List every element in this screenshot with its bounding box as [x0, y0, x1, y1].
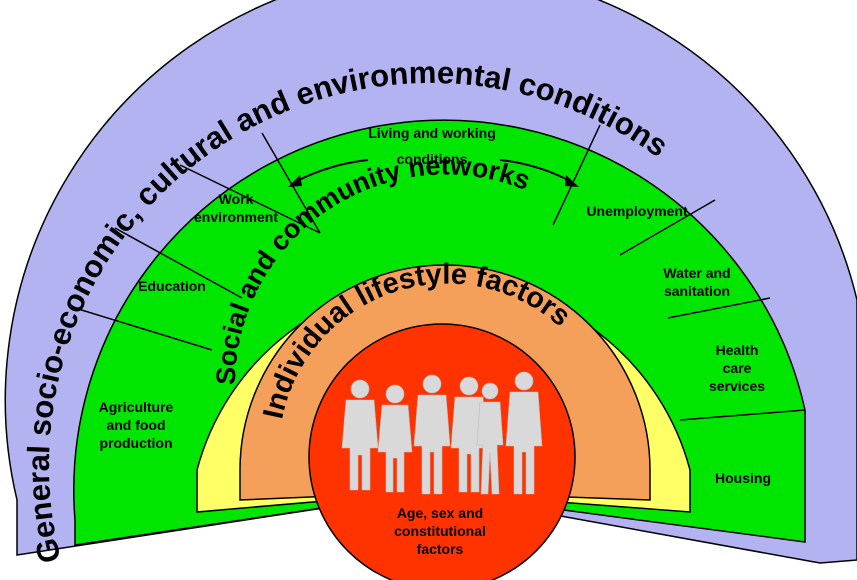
segment-unemployment: Unemployment — [586, 203, 687, 219]
living-conditions-title-line2: conditions — [397, 151, 468, 167]
segment-education: Education — [138, 278, 206, 294]
svg-text:Health: Health — [716, 342, 759, 358]
segment-work-environment: Work environment — [194, 191, 278, 225]
people-silhouettes-icon — [341, 371, 543, 495]
svg-text:Agriculture: Agriculture — [99, 399, 174, 415]
svg-text:Education: Education — [138, 278, 206, 294]
svg-text:Water and: Water and — [663, 265, 730, 281]
arrowhead-icons — [288, 175, 579, 187]
svg-text:Housing: Housing — [715, 470, 771, 486]
segment-agriculture: Agriculture and food production — [99, 399, 174, 451]
segment-housing: Housing — [715, 470, 771, 486]
svg-text:factors: factors — [417, 541, 464, 557]
svg-text:production: production — [99, 435, 172, 451]
segment-health-care: Health care services — [709, 342, 765, 394]
segment-dividers — [74, 124, 806, 421]
svg-text:services: services — [709, 378, 765, 394]
segment-water-sanitation: Water and sanitation — [663, 265, 730, 299]
svg-text:care: care — [723, 360, 752, 376]
svg-text:Unemployment: Unemployment — [586, 203, 687, 219]
svg-text:sanitation: sanitation — [664, 283, 730, 299]
double-arrow-icon — [294, 159, 573, 183]
svg-text:and food: and food — [106, 417, 165, 433]
svg-text:constitutional: constitutional — [394, 523, 486, 539]
living-conditions-title-line1: Living and working — [368, 125, 496, 141]
svg-text:environment: environment — [194, 209, 278, 225]
svg-text:Age, sex and: Age, sex and — [397, 505, 483, 521]
center-label: Age, sex and constitutional factors — [394, 505, 486, 557]
svg-text:Work: Work — [219, 191, 254, 207]
